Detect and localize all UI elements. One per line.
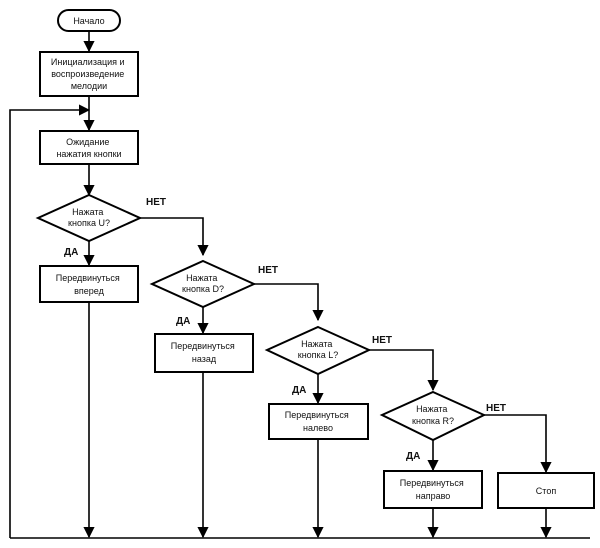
decision-d: Нажата кнопка D?: [149, 259, 257, 309]
node-wait: Ожидание нажатия кнопки: [39, 130, 139, 165]
node-stop-text: Стоп: [536, 486, 557, 496]
node-start: Начало: [57, 9, 121, 32]
edge-l-no: [369, 349, 439, 392]
edge-r-no: [484, 414, 552, 474]
label-r-yes: ДА: [406, 451, 420, 462]
node-back: Передвинуться назад: [154, 333, 254, 373]
label-d-no: НЕТ: [258, 265, 278, 276]
node-forward-text: Передвинуться вперед: [56, 273, 123, 296]
node-start-text: Начало: [73, 16, 104, 26]
label-l-yes: ДА: [292, 385, 306, 396]
edge-u-no: [140, 217, 209, 257]
decision-l-text: Нажата кнопка L?: [298, 339, 338, 360]
decision-l: Нажата кнопка L?: [264, 325, 372, 376]
node-right-text: Передвинуться направо: [400, 478, 467, 501]
node-right: Передвинуться направо: [383, 470, 483, 509]
node-left-text: Передвинуться налево: [285, 410, 352, 433]
label-u-yes: ДА: [64, 247, 78, 258]
node-wait-text: Ожидание нажатия кнопки: [56, 137, 121, 159]
edge-loop-back: [9, 104, 91, 538]
node-stop: Стоп: [497, 472, 595, 509]
decision-d-text: Нажата кнопка D?: [182, 273, 224, 294]
label-u-no: НЕТ: [146, 197, 166, 208]
decision-r-text: Нажата кнопка R?: [412, 404, 454, 426]
decision-u-text: Нажата кнопка U?: [68, 207, 110, 228]
label-d-yes: ДА: [176, 316, 190, 327]
decision-r: Нажата кнопка R?: [379, 390, 487, 442]
decision-u: Нажата кнопка U?: [35, 193, 143, 243]
node-back-text: Передвинуться назад: [171, 341, 238, 364]
node-left: Передвинуться налево: [268, 403, 369, 440]
connectors: [9, 31, 590, 539]
node-init-text: Инициализация и воспроизведение мелодии: [51, 57, 127, 91]
label-l-no: НЕТ: [372, 335, 392, 346]
edge-d-no: [254, 283, 324, 322]
label-r-no: НЕТ: [486, 403, 506, 414]
node-init: Инициализация и воспроизведение мелодии: [39, 51, 139, 97]
node-forward: Передвинуться вперед: [39, 265, 139, 303]
